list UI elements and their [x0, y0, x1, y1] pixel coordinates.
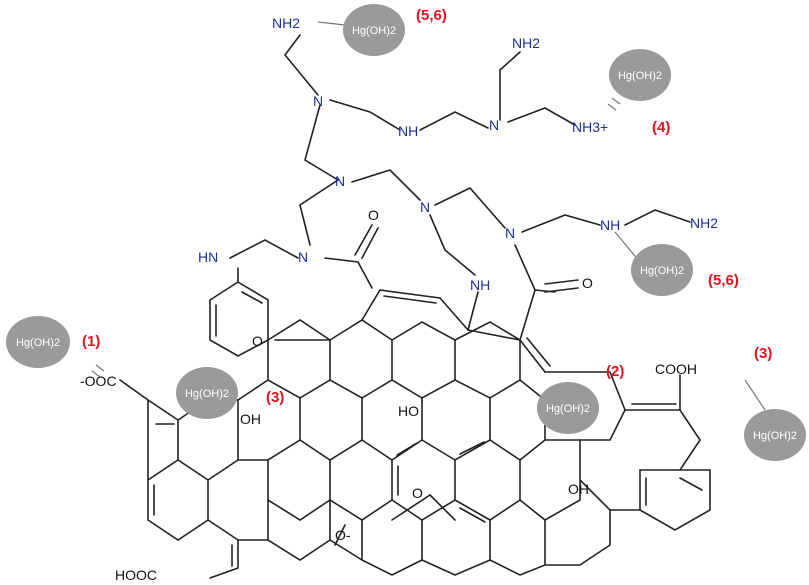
- site-label-4: (4): [652, 119, 670, 136]
- site-label-1: (1): [82, 333, 100, 350]
- atom-ooc-minus: -OOC: [80, 373, 117, 389]
- atom-nh2-right: NH2: [690, 215, 718, 231]
- hg-adsorbate-5: Hg(OH)2: [631, 244, 693, 296]
- site-label-3-right: (3): [754, 345, 772, 362]
- atom-nh3plus: NH3+: [572, 119, 608, 135]
- svg-text:Hg(OH)2: Hg(OH)2: [352, 25, 396, 37]
- svg-text:Hg(OH)2: Hg(OH)2: [618, 70, 662, 82]
- atom-cooh: COOH: [655, 361, 697, 377]
- site-label-56-top: (5,6): [416, 7, 447, 24]
- hg-adsorbate-2: Hg(OH)2: [176, 367, 238, 419]
- atom-n-6: N: [298, 249, 308, 265]
- atom-ho: HO: [398, 403, 419, 419]
- atom-o-carbonyl-1: O: [368, 207, 379, 223]
- hg-adsorbate-3: Hg(OH)2: [343, 4, 405, 56]
- atom-nh2-top-right: NH2: [512, 35, 540, 51]
- graphene-oxide-network: [119, 281, 711, 579]
- atom-n-2: N: [489, 117, 499, 133]
- svg-text:Hg(OH)2: Hg(OH)2: [16, 337, 60, 349]
- atom-n-5: N: [505, 225, 515, 241]
- atom-hn: HN: [198, 249, 218, 265]
- atom-n-4: N: [420, 199, 430, 215]
- atom-oh-2: OH: [568, 481, 589, 497]
- hg-adsorbate-1: Hg(OH)2: [6, 316, 70, 368]
- atom-o-carbonyl-2: O: [582, 275, 593, 291]
- site-label-56-right: (5,6): [708, 272, 739, 289]
- atom-nh-1: NH: [398, 123, 418, 139]
- site-label-3-left: (3): [266, 389, 284, 406]
- atom-nh2-top: NH2: [272, 15, 300, 31]
- hg-adsorbate-7: Hg(OH)2: [744, 409, 806, 461]
- hg-adsorbate-4: Hg(OH)2: [609, 49, 671, 101]
- atom-o-minus: O-: [335, 527, 351, 543]
- atom-nh-3: NH: [470, 277, 490, 293]
- atom-n-1: N: [313, 93, 323, 109]
- polyamine-chain: [229, 34, 691, 341]
- svg-text:Hg(OH)2: Hg(OH)2: [546, 403, 590, 415]
- atom-o-epoxide-2: O: [412, 485, 423, 501]
- site-label-2: (2): [606, 363, 624, 380]
- atom-o-epoxide-1: O: [252, 333, 263, 349]
- svg-text:Hg(OH)2: Hg(OH)2: [753, 430, 797, 442]
- atom-nh-2: NH: [600, 217, 620, 233]
- svg-text:Hg(OH)2: Hg(OH)2: [185, 388, 229, 400]
- atom-hooc: HOOC: [115, 567, 157, 583]
- svg-text:Hg(OH)2: Hg(OH)2: [640, 265, 684, 277]
- atom-n-3: N: [335, 173, 345, 189]
- hg-adsorbate-6: Hg(OH)2: [537, 382, 599, 434]
- atom-oh-1: OH: [240, 411, 261, 427]
